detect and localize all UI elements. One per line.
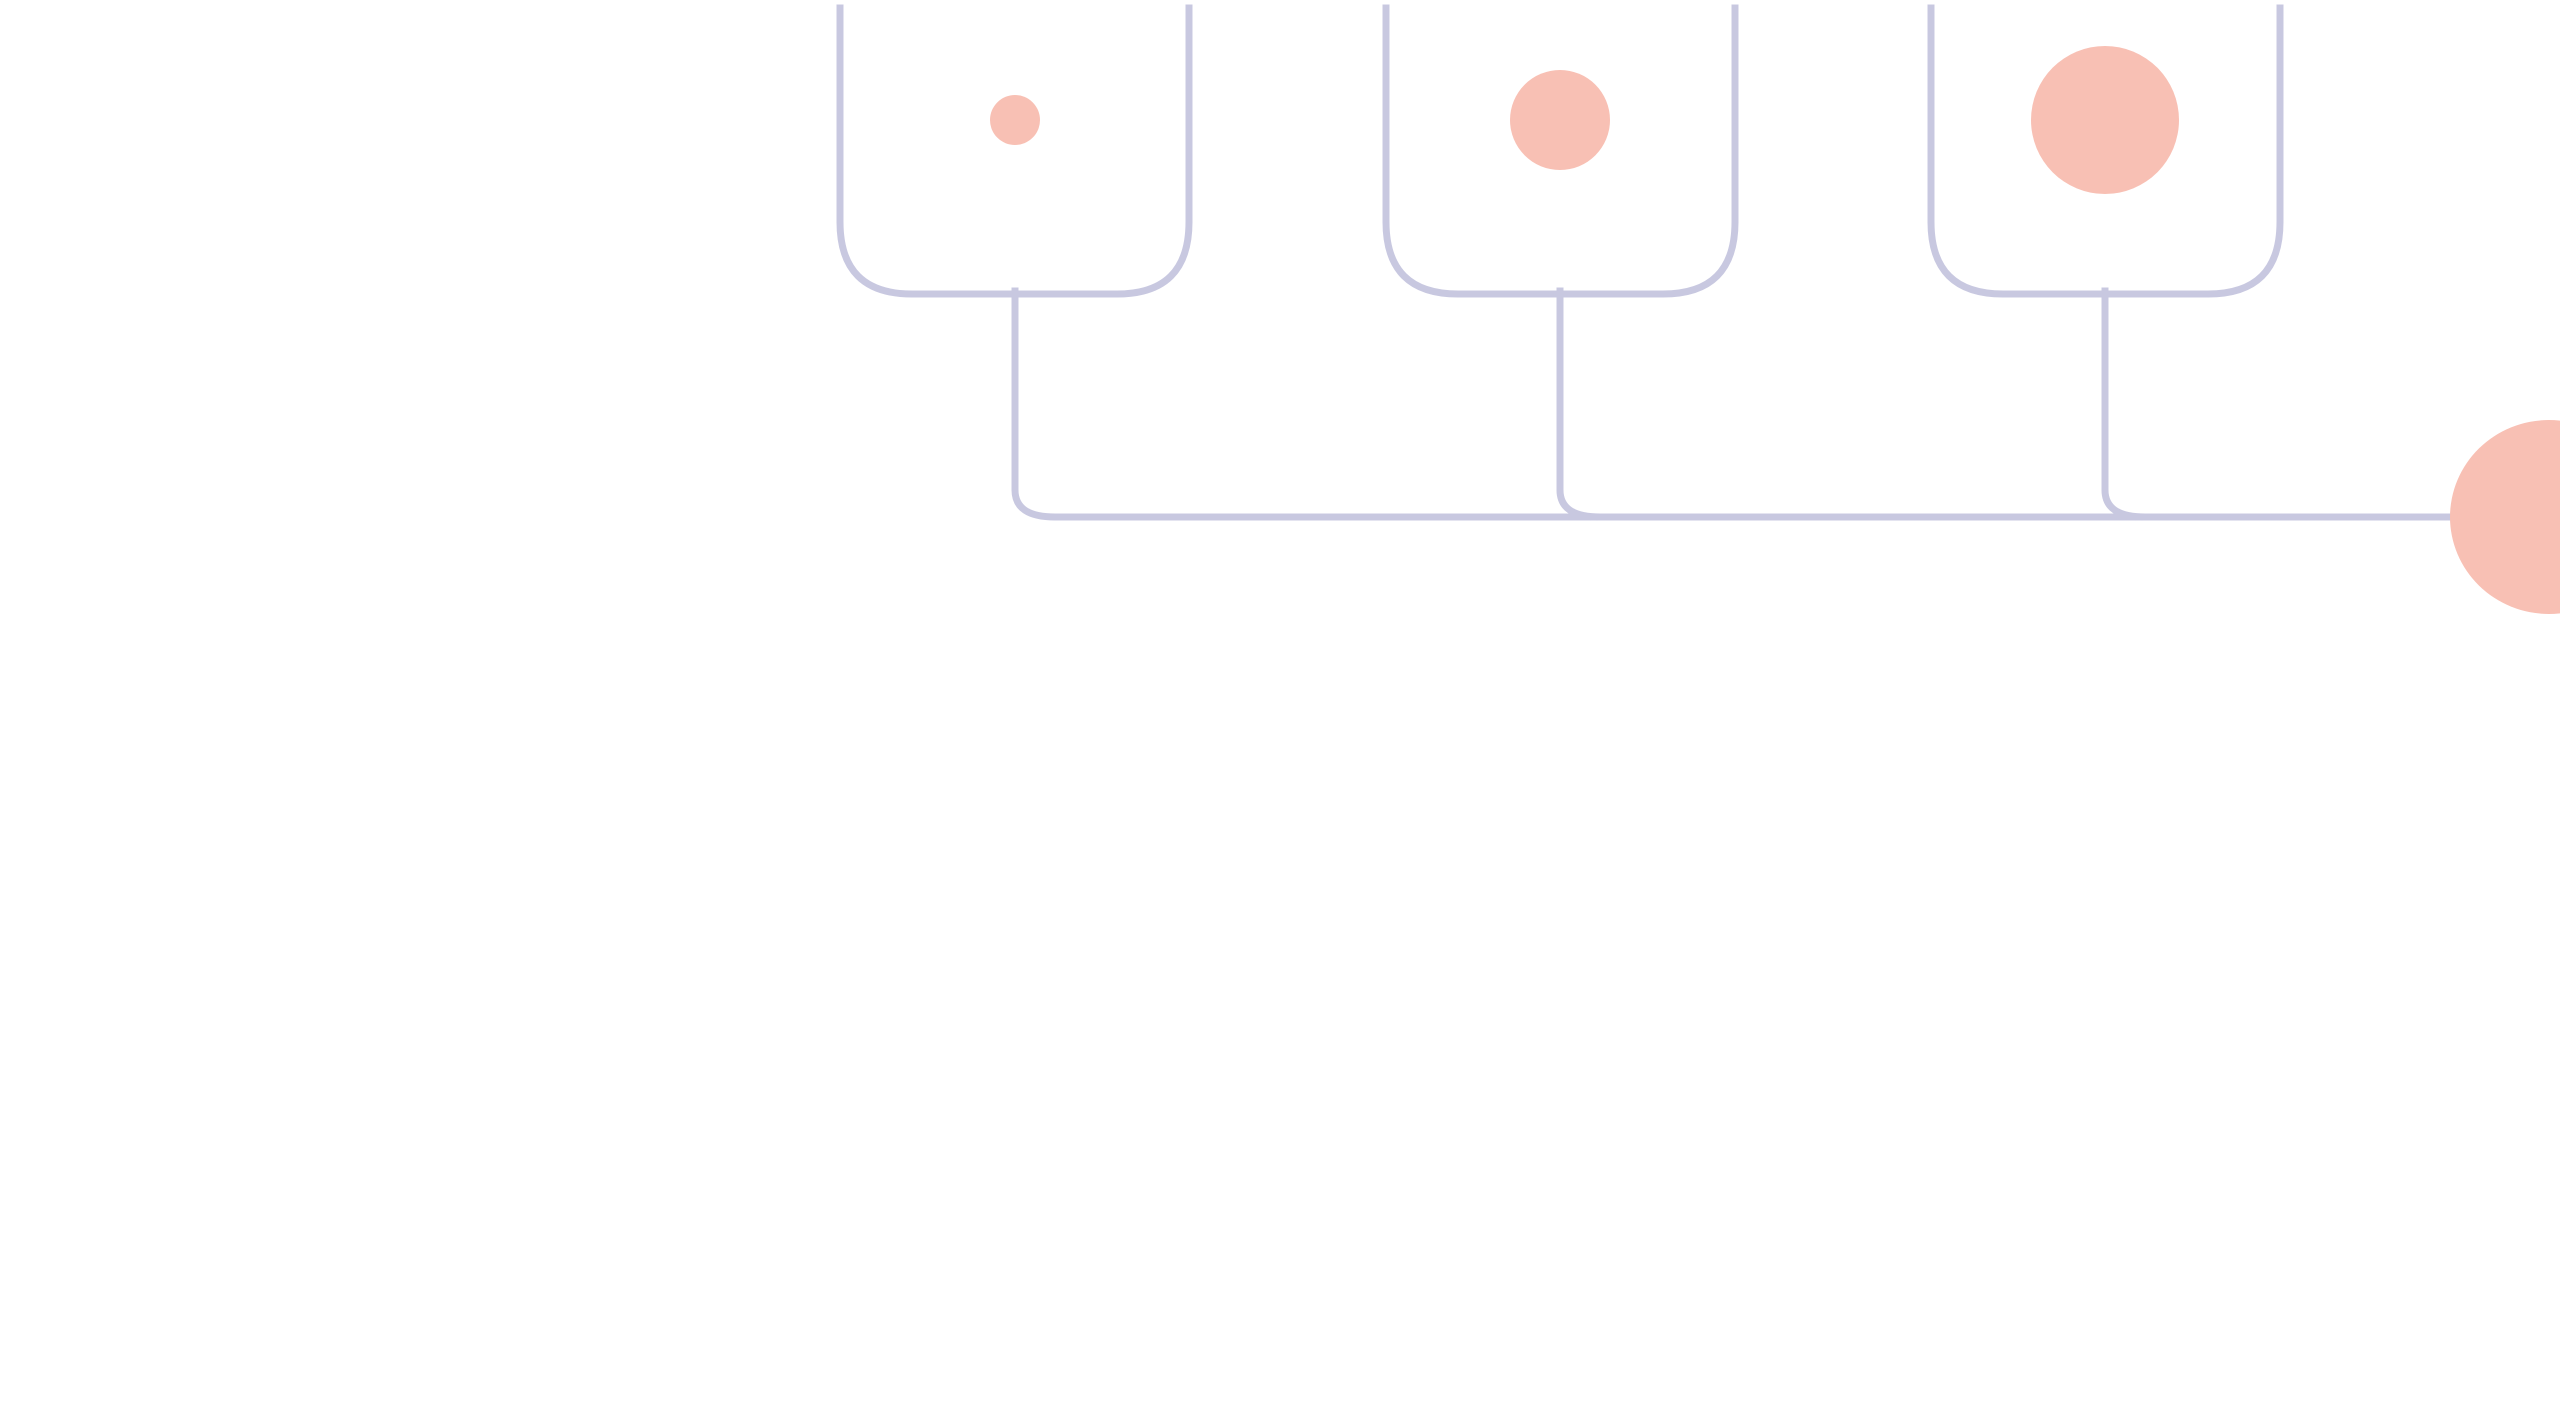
container-2 bbox=[1382, 4, 1739, 298]
container-3-dot bbox=[2031, 46, 2179, 194]
connector-lines bbox=[1011, 287, 2456, 521]
container-1-dot bbox=[990, 95, 1040, 145]
connector-1 bbox=[1011, 287, 2456, 521]
container-3 bbox=[1927, 4, 2284, 298]
container-1 bbox=[836, 4, 1193, 298]
container-3-outline bbox=[1927, 4, 2284, 298]
sink-circle bbox=[2450, 420, 2560, 614]
container-1-outline bbox=[836, 4, 1193, 298]
connector-3 bbox=[2101, 287, 2456, 521]
container-2-outline bbox=[1382, 4, 1739, 298]
container-2-dot bbox=[1510, 70, 1610, 170]
connector-2 bbox=[1556, 287, 2456, 521]
